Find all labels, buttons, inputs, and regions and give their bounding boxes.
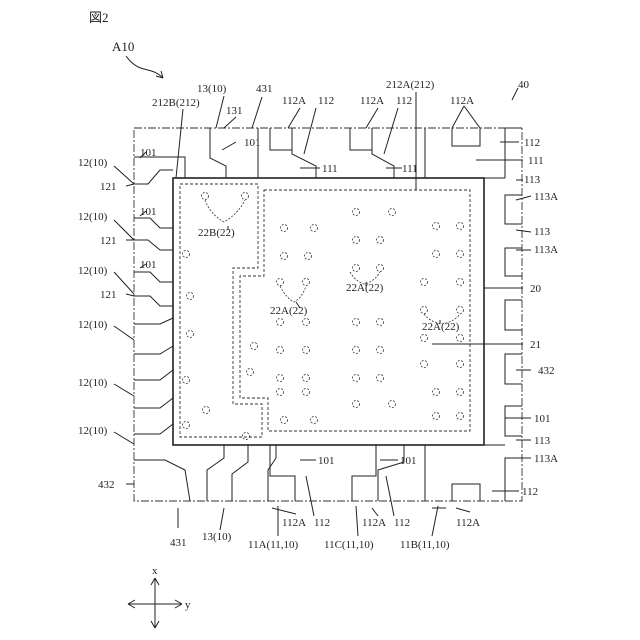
label-101-bottom-1: 101	[318, 455, 335, 467]
label-22B: 22B(22)	[198, 227, 235, 239]
label-432-right: 432	[538, 365, 555, 377]
axis-indicator	[128, 578, 182, 628]
label-22A-b: 22A(22)	[346, 282, 384, 294]
label-431-bottom: 431	[170, 537, 187, 549]
assembly-label: A10	[112, 39, 134, 54]
bottom-leads	[207, 445, 480, 501]
label-112A-bottom-1: 112A	[282, 517, 306, 529]
label-121-a: 121	[100, 181, 117, 193]
label-20: 20	[530, 283, 542, 295]
label-112-right-1: 112	[524, 137, 540, 149]
label-113-right-3: 113	[534, 435, 551, 447]
label-212A: 212A(212)	[386, 79, 435, 91]
axis-y-label: y	[185, 599, 191, 611]
top-leads	[210, 128, 480, 178]
label-40: 40	[518, 79, 530, 91]
label-22A-c: 22A(22)	[422, 321, 460, 333]
label-113-right-1: 113	[524, 174, 541, 186]
label-112A-top-1: 112A	[282, 95, 306, 107]
label-111-right: 111	[528, 155, 544, 167]
axis-x-label: x	[152, 565, 158, 577]
label-13-10-bottom: 13(10)	[202, 531, 232, 543]
label-112-top-2: 112	[396, 95, 412, 107]
label-101-right: 101	[534, 413, 551, 425]
label-111-b: 111	[402, 163, 418, 175]
label-431-top: 431	[256, 83, 273, 95]
label-112A-top-2: 112A	[360, 95, 384, 107]
label-13-10-top: 13(10)	[197, 83, 227, 95]
label-101-left-1: 101	[140, 147, 157, 159]
label-112-right-2: 112	[522, 486, 538, 498]
label-112A-top-3: 112A	[450, 95, 474, 107]
label-212B: 212B(212)	[152, 97, 200, 109]
label-113A-right-3: 113A	[534, 453, 558, 465]
label-101-left-3: 101	[140, 259, 157, 271]
label-21: 21	[530, 339, 541, 351]
label-11C: 11C(11,10)	[324, 539, 374, 551]
label-11B: 11B(11,10)	[400, 539, 450, 551]
group-connectors	[205, 200, 460, 324]
label-12-10-c: 12(10)	[78, 265, 108, 277]
figure-title: 図2	[89, 10, 109, 25]
label-12-10-e: 12(10)	[78, 377, 108, 389]
label-112-top-1: 112	[318, 95, 334, 107]
label-12-10-b: 12(10)	[78, 211, 108, 223]
leader-lines	[114, 88, 531, 536]
label-121-c: 121	[100, 289, 117, 301]
label-432-left: 432	[98, 479, 115, 491]
right-leads	[484, 128, 522, 501]
label-12-10-d: 12(10)	[78, 319, 108, 331]
label-113A-right-1: 113A	[534, 191, 558, 203]
label-121-b: 121	[100, 235, 117, 247]
die-pad	[173, 178, 484, 445]
label-22A-a: 22A(22)	[270, 305, 308, 317]
label-12-10-a: 12(10)	[78, 157, 108, 169]
label-12-10-f: 12(10)	[78, 425, 108, 437]
element-region-212B	[180, 184, 262, 437]
label-101-left-2: 101	[140, 206, 157, 218]
label-113A-right-2: 113A	[534, 244, 558, 256]
label-101-top: 101	[244, 137, 261, 149]
label-112-bottom-1: 112	[314, 517, 330, 529]
label-112A-bottom-2: 112A	[362, 517, 386, 529]
label-112A-bottom-3: 112A	[456, 517, 480, 529]
label-111-a: 111	[322, 163, 338, 175]
label-113-right-2: 113	[534, 226, 551, 238]
label-11A: 11A(11,10)	[248, 539, 299, 551]
assembly-leader	[126, 56, 163, 78]
label-101-bottom-2: 101	[400, 455, 417, 467]
label-131: 131	[226, 105, 243, 117]
label-112-bottom-2: 112	[394, 517, 410, 529]
